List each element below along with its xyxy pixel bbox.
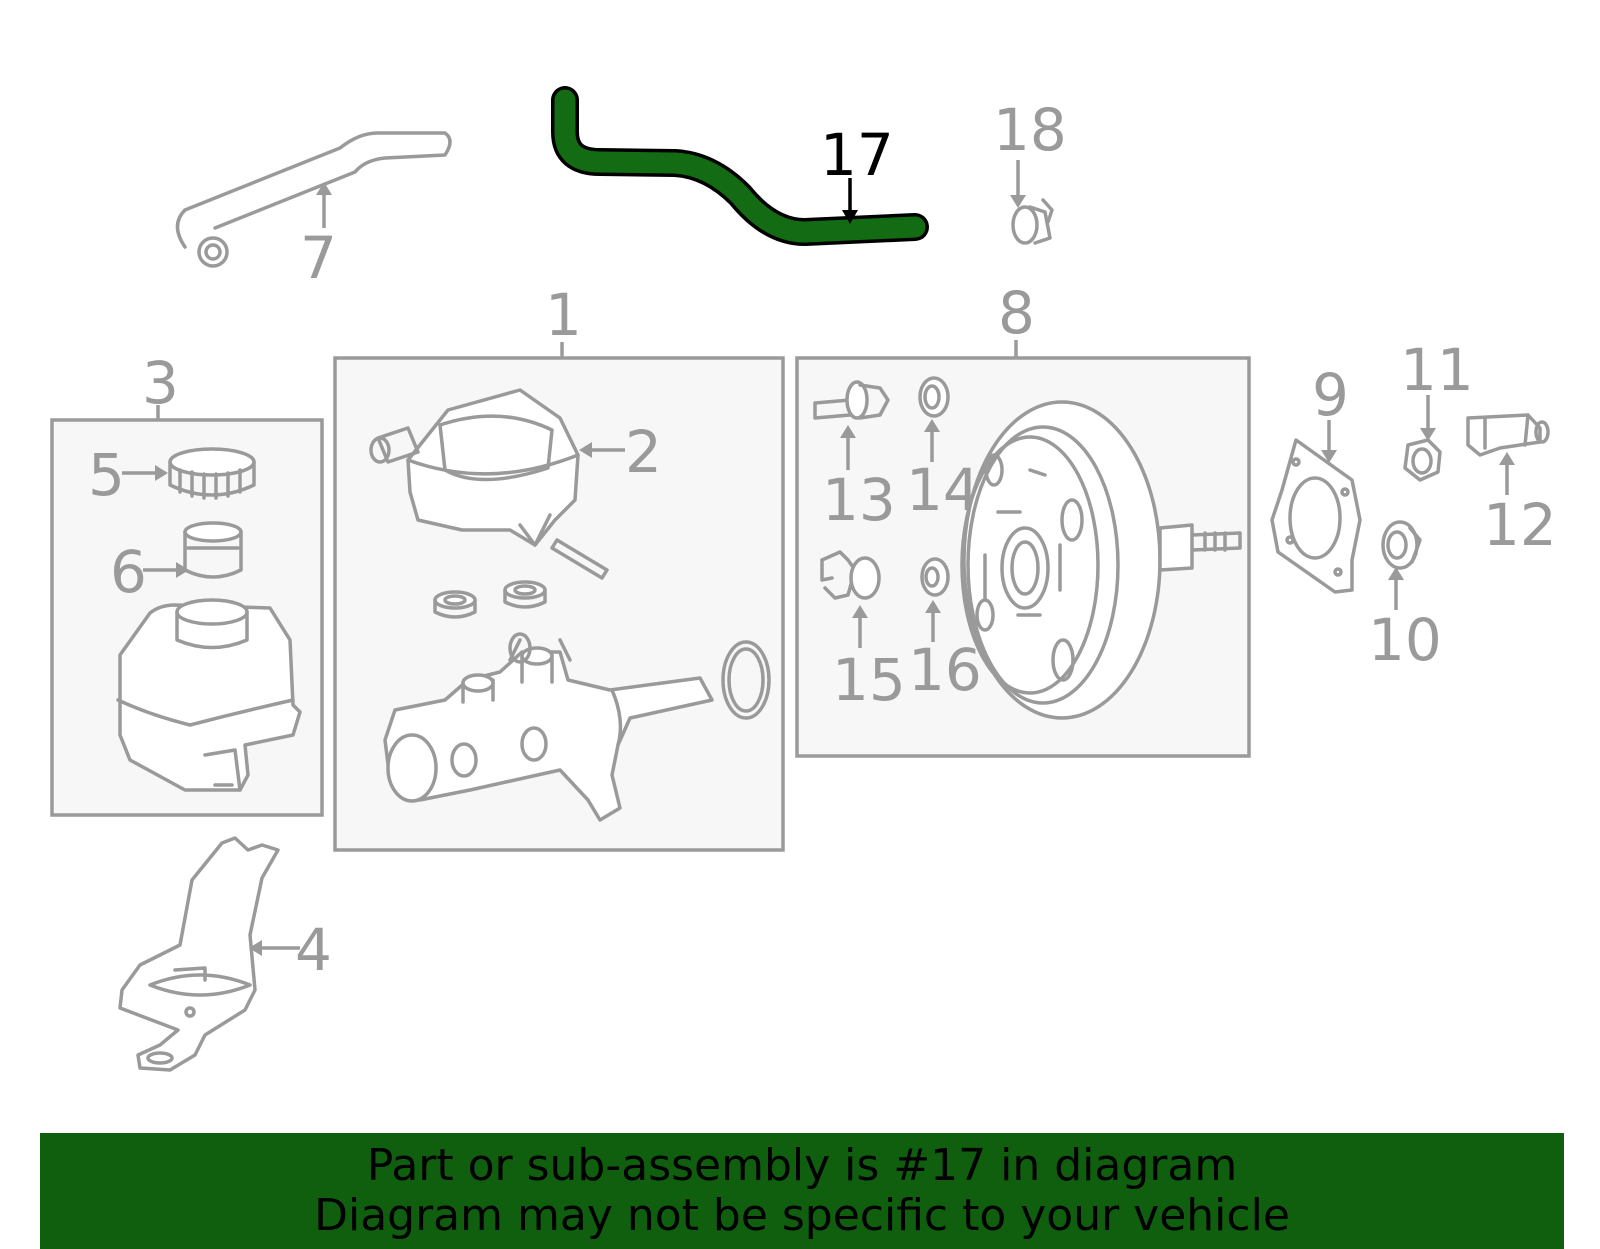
part-2-reservoir[interactable]: [369, 388, 580, 547]
callout-9: 9: [1312, 361, 1349, 429]
part-6-strainer[interactable]: [183, 521, 243, 579]
info-banner: Part or sub-assembly is #17 in diagram D…: [40, 1133, 1564, 1249]
part-5-cap[interactable]: [168, 447, 256, 500]
arrowhead-4: [249, 940, 262, 956]
part-15-valve[interactable]: [820, 550, 881, 600]
part-11-nut[interactable]: [1403, 438, 1442, 482]
grommet-right[interactable]: [503, 580, 547, 609]
callout-1: 1: [545, 281, 582, 349]
arrowhead-5: [155, 465, 168, 481]
arrowhead-11: [1420, 428, 1436, 441]
callout-18: 18: [993, 96, 1067, 164]
callout-17: 17: [820, 121, 894, 189]
part-9-gasket[interactable]: [1270, 438, 1362, 594]
arrowhead-14: [924, 419, 940, 432]
arrowhead-7: [316, 182, 332, 195]
part-12-clevis[interactable]: [1466, 413, 1550, 457]
callout-7: 7: [300, 224, 337, 292]
callout-5: 5: [88, 441, 125, 509]
callout-13: 13: [822, 466, 896, 534]
arrowhead-18: [1010, 195, 1026, 208]
pin[interactable]: [550, 538, 609, 580]
part-13-check-valve[interactable]: [813, 380, 890, 420]
o-ring[interactable]: [721, 640, 771, 720]
part-17-hose[interactable]: [551, 86, 929, 246]
arrowhead-13: [840, 425, 856, 438]
callout-6: 6: [110, 538, 147, 606]
callout-15: 15: [832, 646, 906, 714]
callout-11: 11: [1400, 336, 1474, 404]
callout-12: 12: [1483, 491, 1557, 559]
arrowhead-17: [842, 210, 858, 224]
reservoir-tank[interactable]: [116, 598, 302, 792]
arrowhead-2: [579, 442, 592, 458]
banner-line-1: Part or sub-assembly is #17 in diagram: [366, 1140, 1238, 1191]
part-7-hose[interactable]: [175, 131, 452, 268]
brake-booster[interactable]: [960, 400, 1242, 720]
part-16-grommet[interactable]: [920, 557, 950, 597]
callout-3: 3: [142, 349, 179, 417]
callout-16: 16: [908, 636, 982, 704]
grommet-left[interactable]: [433, 590, 477, 619]
callout-8: 8: [998, 279, 1035, 347]
arrowhead-6: [176, 562, 189, 578]
arrowhead-10: [1388, 567, 1404, 580]
arrowhead-16: [925, 600, 941, 613]
banner-line-2: Diagram may not be specific to your vehi…: [314, 1190, 1290, 1241]
arrowhead-15: [852, 605, 868, 618]
part-14-grommet[interactable]: [918, 376, 950, 418]
master-cylinder-body[interactable]: [383, 632, 714, 822]
part-4-bracket[interactable]: [118, 836, 280, 1072]
part-10-nut[interactable]: [1381, 520, 1422, 570]
arrowhead-12: [1499, 452, 1515, 465]
callout-2: 2: [625, 418, 662, 486]
callout-10: 10: [1368, 606, 1442, 674]
callout-4: 4: [295, 916, 332, 984]
part-18-clamp[interactable]: [1011, 198, 1054, 245]
arrowhead-9: [1321, 450, 1337, 463]
